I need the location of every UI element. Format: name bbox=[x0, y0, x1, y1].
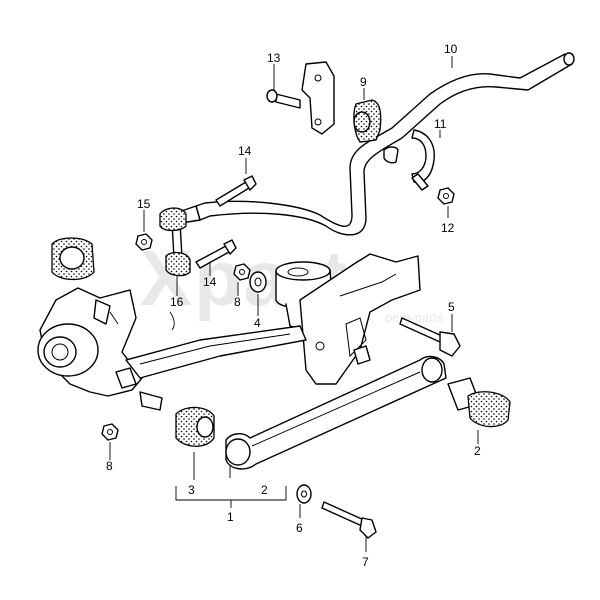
carrier-upper-bushing bbox=[51, 237, 95, 281]
callout-14-lower: 14 bbox=[203, 275, 217, 289]
callout-6: 6 bbox=[296, 521, 303, 535]
bolt-14-upper bbox=[215, 175, 257, 207]
callout-4: 4 bbox=[254, 316, 261, 330]
bushing-2-right bbox=[447, 377, 511, 428]
washer-4 bbox=[249, 271, 267, 293]
bolt-14-lower bbox=[195, 239, 237, 269]
callout-3: 3 bbox=[188, 483, 195, 497]
bolt-7 bbox=[321, 501, 377, 539]
stabilizer-clamp-11 bbox=[383, 129, 435, 191]
nut-15 bbox=[135, 233, 153, 251]
leader-lines bbox=[109, 56, 479, 552]
callout-10: 10 bbox=[444, 42, 458, 56]
washer-6 bbox=[296, 484, 312, 504]
nut-8-upper bbox=[233, 263, 251, 281]
bolt-5 bbox=[399, 317, 461, 357]
callout-5: 5 bbox=[448, 300, 455, 314]
stabilizer-bar bbox=[172, 52, 575, 236]
callout-9: 9 bbox=[360, 75, 367, 89]
nut-8-lower bbox=[101, 423, 119, 441]
callout-13: 13 bbox=[267, 51, 281, 65]
callout-2-right: 2 bbox=[474, 444, 481, 458]
callout-numbers: 13 9 10 11 12 14 15 14 16 8 4 5 2 8 3 2 … bbox=[106, 42, 481, 569]
transverse-link bbox=[225, 355, 447, 470]
callout-7: 7 bbox=[362, 555, 369, 569]
callout-11: 11 bbox=[434, 117, 447, 131]
stabilizer-mount-bracket bbox=[266, 61, 335, 135]
callout-14-upper: 14 bbox=[238, 144, 252, 158]
lower-arm-body bbox=[125, 325, 307, 411]
callout-1: 1 bbox=[227, 510, 234, 524]
callout-8-lower: 8 bbox=[106, 459, 113, 473]
stabilizer-link-16 bbox=[159, 207, 191, 277]
nut-12 bbox=[437, 187, 455, 205]
callout-2-bottom: 2 bbox=[261, 483, 268, 497]
watermark-sub: oem-parts bbox=[385, 310, 444, 325]
rear-subframe bbox=[299, 253, 421, 385]
stabilizer-bushing-9 bbox=[353, 99, 382, 143]
bushing-3 bbox=[175, 406, 215, 447]
callout-8-upper: 8 bbox=[234, 295, 241, 309]
callout-15: 15 bbox=[137, 197, 151, 211]
wheel-carrier bbox=[37, 287, 143, 397]
callout-12: 12 bbox=[441, 221, 455, 235]
callout-16: 16 bbox=[170, 295, 184, 309]
